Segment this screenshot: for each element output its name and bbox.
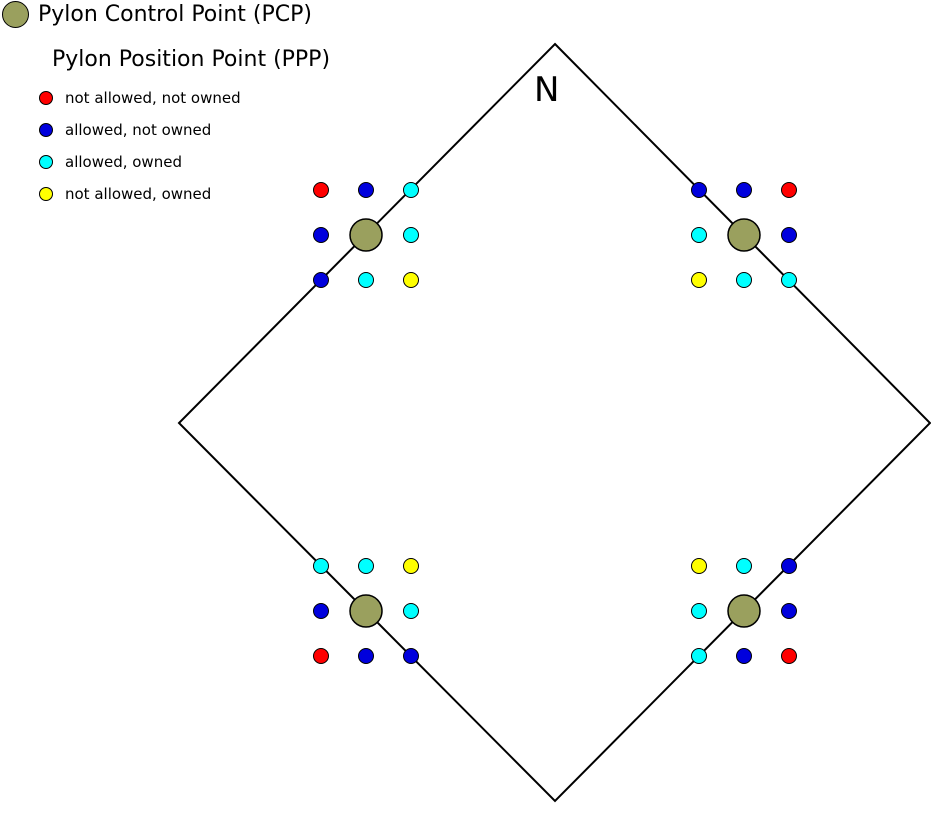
ppp-northeast-r1c0-cyan [691,227,707,243]
ppp-northwest-r0c1-blue [358,182,374,198]
blue-dot-icon [39,123,53,137]
ppp-northwest-r2c1-cyan [358,272,374,288]
yellow-dot-icon [39,187,53,201]
legend-item-yellow: not allowed, owned [39,178,241,210]
ppp-northwest-r0c2-cyan [403,182,419,198]
course-diamond [177,42,931,803]
ppp-southwest-r1c2-cyan [403,603,419,619]
ppp-northeast-r2c2-cyan [781,272,797,288]
ppp-southwest-r0c0-cyan [313,558,329,574]
ppp-northeast-r0c0-blue [691,182,707,198]
pcp-southeast [727,594,761,628]
legend-pcp: Pylon Control Point (PCP) [2,1,312,28]
legend-item-label: not allowed, not owned [65,89,241,107]
ppp-northwest-r2c2-yellow [403,272,419,288]
ppp-southwest-r2c2-blue [403,648,419,664]
ppp-northeast-r1c2-blue [781,227,797,243]
ppp-southeast-r0c1-cyan [736,558,752,574]
ppp-southwest-r2c1-blue [358,648,374,664]
ppp-southeast-r0c2-blue [781,558,797,574]
ppp-northeast-r2c1-cyan [736,272,752,288]
legend-item-label: allowed, owned [65,153,182,171]
pcp-northeast [727,218,761,252]
legend-pcp-title: Pylon Control Point (PCP) [38,2,312,27]
legend-items: not allowed, not owned allowed, not owned… [39,82,241,210]
north-label: N [534,70,560,110]
legend-ppp-title: Pylon Position Point (PPP) [52,47,331,72]
pcp-northwest [349,218,383,252]
ppp-southeast-r2c1-blue [736,648,752,664]
ppp-northwest-r2c0-blue [313,272,329,288]
legend-item-blue: allowed, not owned [39,114,241,146]
ppp-northwest-r1c0-blue [313,227,329,243]
pcp-swatch-icon [2,1,29,28]
ppp-northwest-r0c0-red [313,182,329,198]
legend-item-cyan: allowed, owned [39,146,241,178]
ppp-southwest-r0c2-yellow [403,558,419,574]
pcp-southwest [349,594,383,628]
ppp-southwest-r1c0-blue [313,603,329,619]
red-dot-icon [39,91,53,105]
ppp-northeast-r0c1-blue [736,182,752,198]
ppp-southeast-r2c0-cyan [691,648,707,664]
legend-item-label: not allowed, owned [65,185,212,203]
cyan-dot-icon [39,155,53,169]
ppp-northeast-r0c2-red [781,182,797,198]
ppp-southeast-r1c2-blue [781,603,797,619]
legend-item-label: allowed, not owned [65,121,212,139]
ppp-southwest-r0c1-cyan [358,558,374,574]
ppp-southwest-r2c0-red [313,648,329,664]
ppp-northwest-r1c2-cyan [403,227,419,243]
ppp-southeast-r1c0-cyan [691,603,707,619]
ppp-southeast-r0c0-yellow [691,558,707,574]
legend-item-red: not allowed, not owned [39,82,241,114]
ppp-northeast-r2c0-yellow [691,272,707,288]
ppp-southeast-r2c2-red [781,648,797,664]
